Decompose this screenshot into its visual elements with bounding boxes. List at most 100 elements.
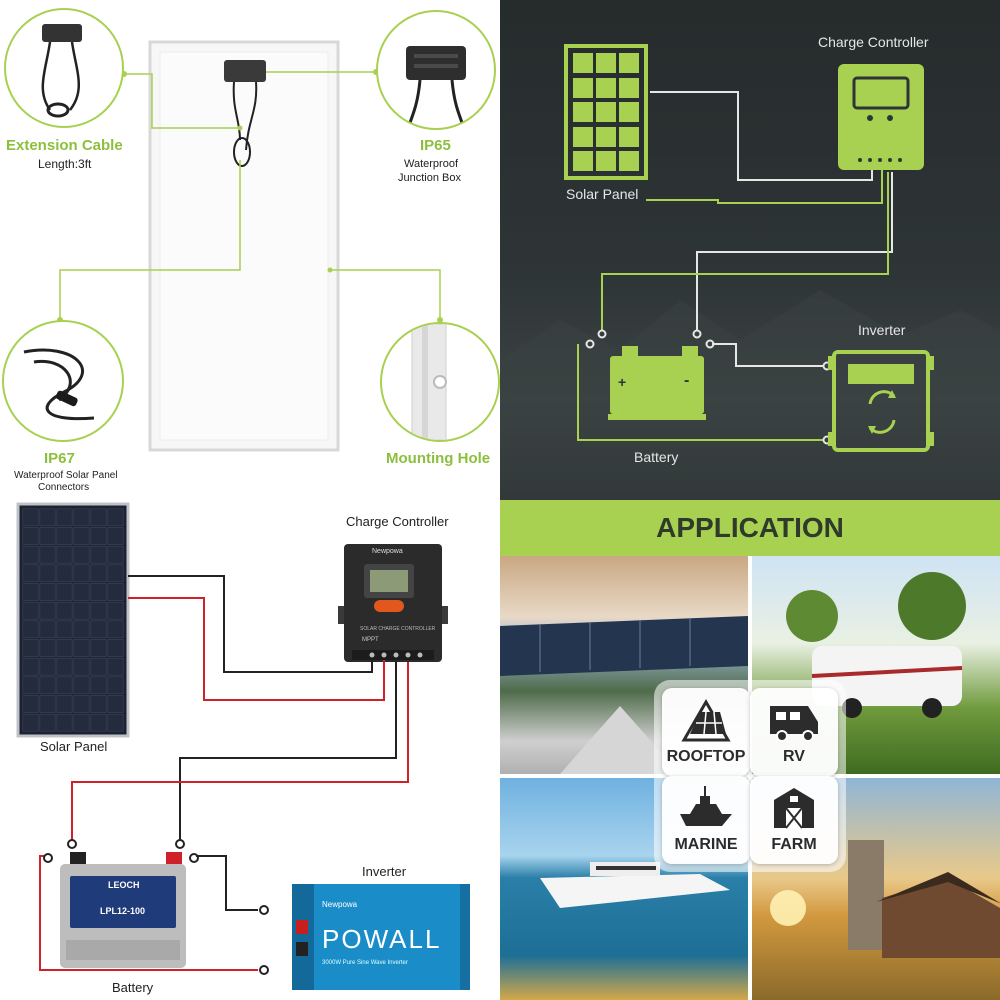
solar-cell [39,564,56,583]
solar-cell [39,583,56,601]
dark-battery-label: Battery [634,449,679,465]
solar-cell [39,657,56,676]
solar-cell [107,620,124,639]
solar-cell [107,601,124,620]
rv-icon [770,706,818,742]
solar-cell [73,695,90,713]
lithium-battery-device [60,852,186,968]
panel-specs-section: Extension Cable Length:3ft IP65 Waterpro… [0,0,500,500]
tile-marine-label: MARINE [674,836,738,853]
battery-plus-sign: + [618,374,627,390]
barn-icon [774,788,814,829]
solar-cell [107,564,124,583]
solar-cell [22,601,39,620]
solar-cell [73,713,90,732]
solar-cell [90,545,107,564]
solar-cell [22,657,39,676]
solar-cell [56,657,73,676]
solar-cell [39,620,56,639]
connectors-title: IP67 [44,450,75,467]
solar-cell [22,508,39,527]
rooftop-icon [681,699,731,742]
solar-cell [56,639,73,657]
charge-controller-device [338,544,448,662]
solar-cell [56,620,73,639]
dark-charge-controller-label: Charge Controller [818,34,929,50]
junction-box-title: IP65 [420,137,451,154]
solar-cell [56,695,73,713]
battery-brand: LEOCH [108,880,140,890]
solar-cell [90,508,107,527]
yacht-icon [680,786,732,826]
battery-model: LPL12-100 [100,906,146,916]
solar-cell [90,639,107,657]
solar-cell [107,545,124,564]
controller-model: SOLAR CHARGE CONTROLLER [360,626,436,632]
wiring-diagram-dark: Solar Panel Charge Controller Battery In… [500,0,1000,500]
wiring-diagram-dark-graphic [500,44,1000,500]
solar-cell [73,564,90,583]
tile-marine: MARINE [662,776,750,864]
application-section: APPLICATION ROOFTOP [500,500,1000,1000]
solar-cell [56,583,73,601]
junction-box-line2: Junction Box [398,172,461,184]
solar-cell [73,527,90,545]
solar-cell [73,676,90,695]
solar-cell [73,583,90,601]
battery-minus-sign: - [684,372,690,389]
solar-cell [22,620,39,639]
mono-solar-panel [16,502,130,738]
solar-cell [107,508,124,527]
solar-cell [22,527,39,545]
solar-cell [22,676,39,695]
solar-cell [22,583,39,601]
mounting-hole-photo [380,322,500,442]
solar-cell [22,564,39,583]
connectors-line2: Connectors [38,482,90,493]
solar-cell [39,508,56,527]
application-tiles: ROOFTOP RV MARINE FA [654,680,846,872]
tile-rv: RV [750,688,838,776]
solar-cell [107,713,124,732]
solar-cell [90,527,107,545]
light-solar-panel-label: Solar Panel [40,739,108,754]
connectors-photo [2,320,124,442]
solar-cell [107,695,124,713]
inverter-icon [828,350,934,452]
solar-cell [90,676,107,695]
tile-rooftop: ROOFTOP [662,688,750,776]
wiring-diagram-light: Solar Panel Charge Controller Battery In… [0,500,500,1000]
dark-solar-panel-label: Solar Panel [566,186,639,202]
controller-brand: Newpowa [372,548,403,555]
solar-cell [90,657,107,676]
solar-cell [90,695,107,713]
solar-cell [39,527,56,545]
solar-cell [22,545,39,564]
inverter-brand: Newpowa [322,900,358,909]
solar-cell [39,601,56,620]
application-header: APPLICATION [500,500,1000,556]
solar-cell [90,601,107,620]
mounting-hole-title: Mounting Hole [386,450,491,467]
inverter-name: POWALL [322,924,442,954]
charge-controller-icon [838,64,924,170]
junction-box-on-panel [224,60,266,82]
solar-cell [73,639,90,657]
dark-inverter-label: Inverter [858,322,906,338]
solar-cell [73,601,90,620]
light-charge-controller-label: Charge Controller [346,514,449,529]
extension-cable-title: Extension Cable [6,137,123,154]
connectors-line1: Waterproof Solar Panel [14,470,118,481]
light-battery-label: Battery [112,980,154,995]
tile-rooftop-label: ROOFTOP [666,748,746,765]
solar-cell [73,620,90,639]
solar-cell [73,508,90,527]
solar-cell [90,564,107,583]
solar-cell [56,508,73,527]
solar-cell [73,657,90,676]
solar-cell [56,676,73,695]
solar-cell [39,676,56,695]
solar-cell [39,545,56,564]
tile-rv-label: RV [783,748,805,765]
solar-cell [56,545,73,564]
